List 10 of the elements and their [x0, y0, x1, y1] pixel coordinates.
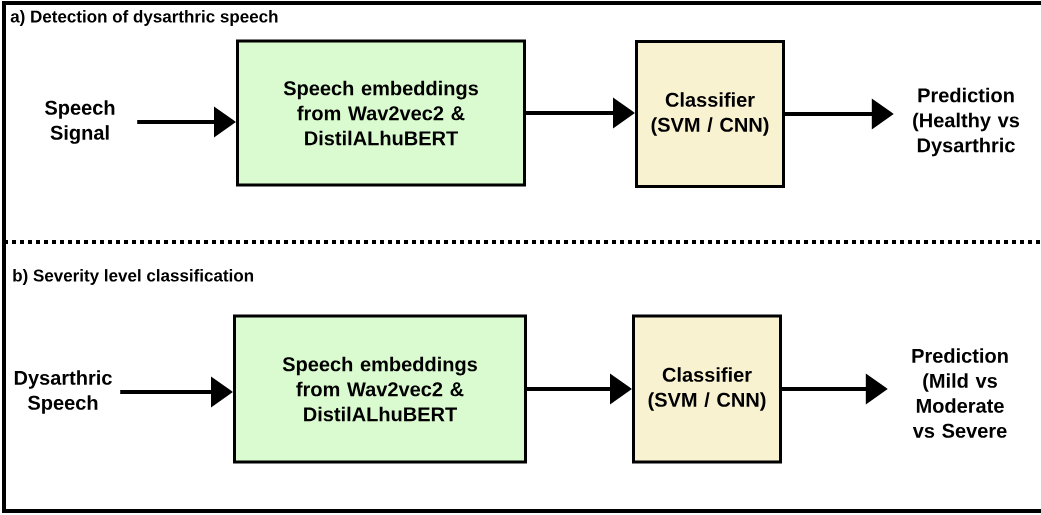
- embedding-box: Speech embeddings from Wav2vec2 & DistilALhuBERT: [236, 39, 526, 187]
- section-heading: b) Severity level classification: [13, 269, 253, 285]
- classifier-box: Classifier (SVM / CNN): [632, 314, 782, 464]
- section-heading: a) Detection of dysarthric speech: [10, 10, 278, 26]
- flow-text: Speech Signal: [45, 100, 115, 144]
- flow-text: Prediction (Mild vs Moderate vs Severe: [912, 348, 1008, 438]
- flow-text: Dysarthric Speech: [14, 370, 112, 414]
- classifier-box: Classifier (SVM / CNN): [635, 40, 785, 188]
- embedding-box: Speech embeddings from Wav2vec2 & DistilALhuBERT: [233, 314, 527, 464]
- flow-text: Prediction (Healthy vs Dysarthric: [913, 87, 1020, 157]
